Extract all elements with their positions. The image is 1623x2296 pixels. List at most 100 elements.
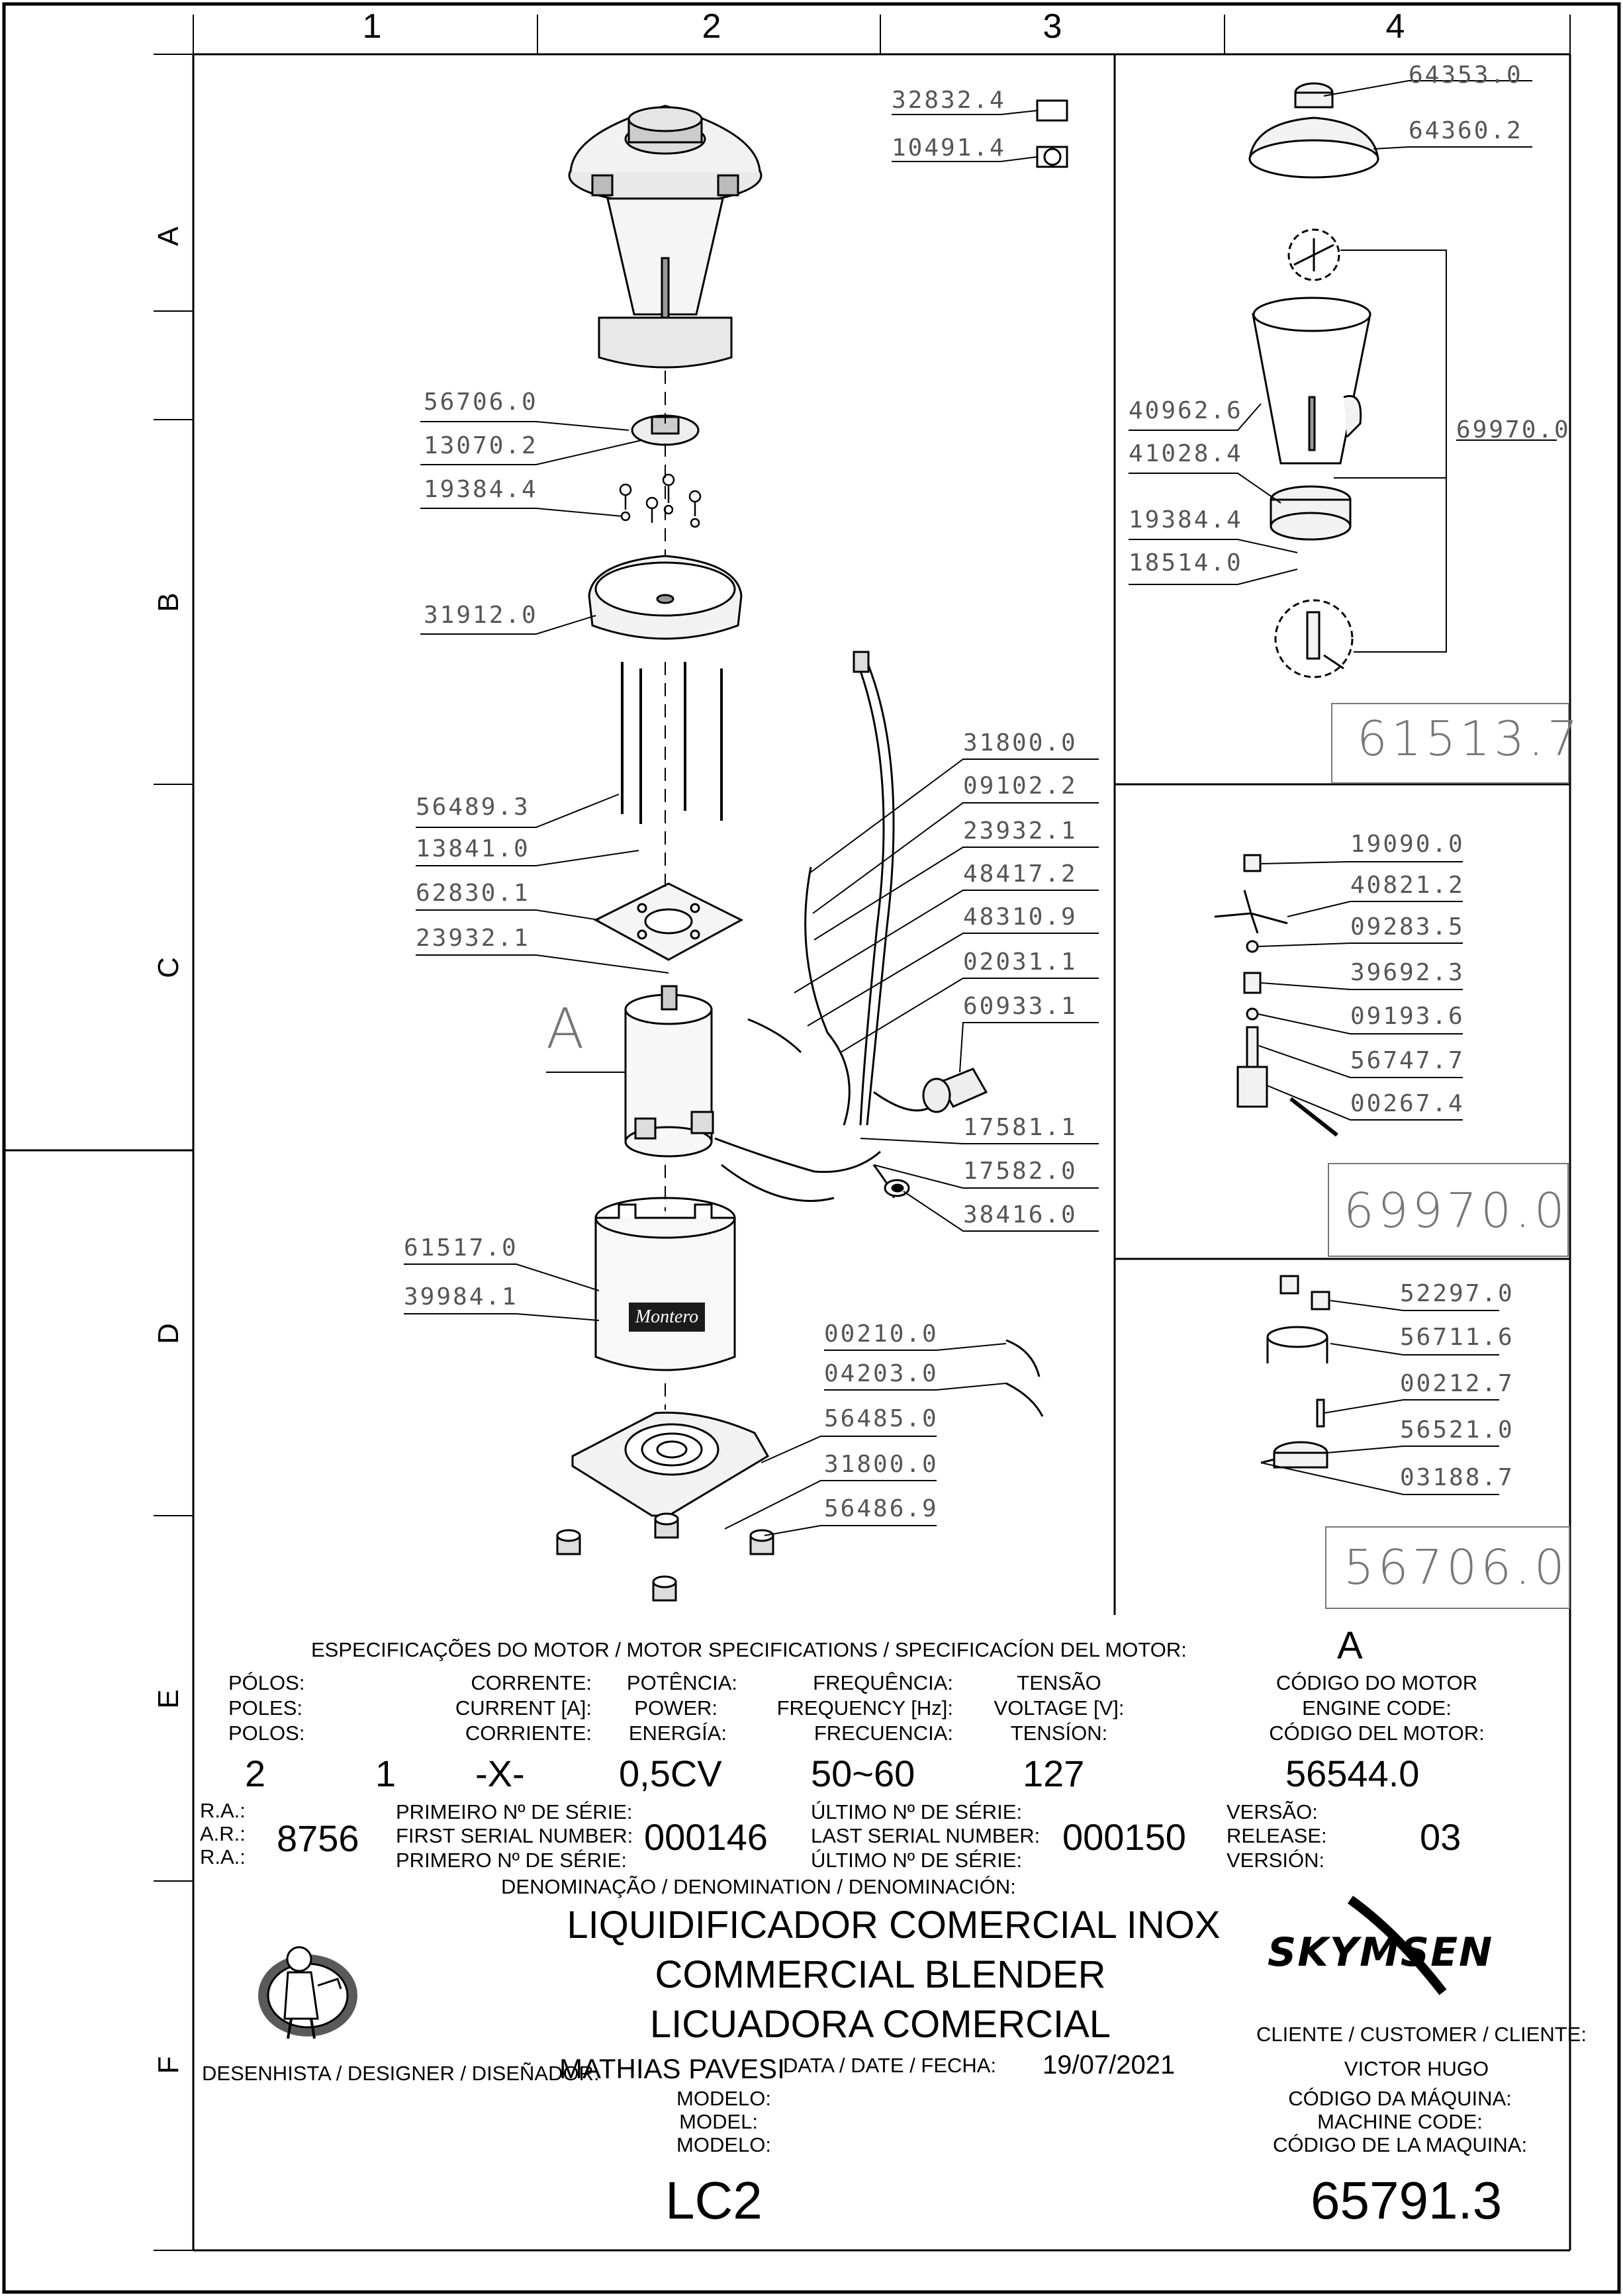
- current-label: CURRENT [A]:: [455, 1696, 592, 1720]
- part-label: 56489.3: [416, 794, 530, 821]
- motor-variant: A: [1337, 1624, 1363, 1667]
- motor-housing-illustration: [594, 1197, 736, 1371]
- ra-label: R.A.:: [200, 1799, 246, 1822]
- subassembly1-leader-bracket: [1334, 250, 1447, 653]
- subassembly-part-label: 00212.7: [1400, 1370, 1514, 1397]
- motor-spec-heading: ESPECIFICAÇÕES DO MOTOR / MOTOR SPECIFIC…: [311, 1638, 1187, 1661]
- wiring-illustration: [714, 651, 941, 1202]
- frequency-label: FREQUENCY [Hz]:: [776, 1696, 953, 1720]
- jar-illustration: [568, 105, 763, 369]
- subassembly-part-label: 39692.3: [1350, 959, 1465, 986]
- last-serial-label: ÚLTIMO Nº DE SÉRIE:: [811, 1800, 1023, 1823]
- date-value: 19/07/2021: [1043, 2050, 1176, 2080]
- designer-label: DESENHISTA / DESIGNER / DISEÑADOR:: [202, 2062, 600, 2085]
- voltage-label: VOLTAGE [V]:: [994, 1696, 1125, 1720]
- grid-row-a: A: [152, 226, 185, 246]
- subassembly-part-label: 52297.0: [1400, 1280, 1514, 1307]
- subassembly-part-label: 09283.5: [1350, 913, 1465, 941]
- current-label: CORRENTE:: [471, 1671, 592, 1694]
- part-label: 17582.0: [963, 1158, 1078, 1185]
- release-label: VERSÃO:: [1227, 1800, 1318, 1823]
- subassembly-part-label: 56521.0: [1400, 1416, 1514, 1444]
- subassembly-part-label: 41028.4: [1129, 440, 1243, 467]
- poles-label: POLES:: [228, 1696, 302, 1720]
- subassembly-part-label: 40962.6: [1129, 397, 1243, 424]
- grid-column-3: 3: [1043, 7, 1062, 46]
- grid-column-1: 1: [362, 7, 382, 46]
- date-label: DATA / DATE / FECHA:: [783, 2054, 997, 2077]
- grid-row-b: B: [152, 592, 185, 612]
- frequency-label: FREQUÊNCIA:: [813, 1671, 953, 1694]
- mounting-plate-illustration: [593, 882, 744, 961]
- part-label: 31800.0: [824, 1451, 939, 1478]
- part-label: 60933.1: [963, 993, 1078, 1020]
- grid-row-c: C: [152, 957, 185, 978]
- machine-code-label: CÓDIGO DA MÁQUINA:: [1288, 2087, 1512, 2110]
- jar-subassembly-illustration: [1248, 82, 1379, 678]
- last-serial-label: ÚLTIMO Nº DE SÉRIE:: [811, 1849, 1023, 1872]
- voltage-label: TENSÍON:: [1010, 1722, 1108, 1745]
- release-label: RELEASE:: [1227, 1824, 1327, 1847]
- part-label: 00210.0: [824, 1320, 939, 1348]
- coupling-subassembly-illustration: [1260, 1275, 1330, 1469]
- poles-label: POLOS:: [228, 1722, 305, 1745]
- engine-code-value: 56544.0: [1285, 1753, 1420, 1794]
- grid-row-e: E: [152, 1689, 185, 1709]
- denomination-line-es: LICUADORA COMERCIAL: [649, 2003, 1111, 2046]
- part-label: 19384.4: [424, 476, 538, 503]
- voltage-value: 127: [1023, 1753, 1085, 1794]
- feet-illustration: [556, 1512, 774, 1602]
- small-parts-illustration: [1036, 99, 1068, 168]
- part-label: 13070.2: [424, 432, 538, 459]
- subassembly-part-label: 19090.0: [1350, 831, 1465, 858]
- leader-lines: [404, 80, 1557, 1536]
- part-label: 17581.1: [963, 1114, 1078, 1141]
- engine-code-label: ENGINE CODE:: [1302, 1696, 1452, 1720]
- subassembly-code: 56706.0: [1344, 1539, 1569, 1595]
- subassembly-code: 69970.0: [1344, 1183, 1569, 1238]
- designer-value: MATHIAS PAVESI: [559, 2053, 785, 2084]
- part-label: 04203.0: [824, 1360, 939, 1387]
- brand-plate: Montero: [629, 1303, 705, 1332]
- motor-callout: A: [546, 996, 584, 1061]
- upper-base-illustration: [588, 555, 743, 640]
- power-label: POWER:: [634, 1696, 718, 1720]
- part-label: 48417.2: [963, 860, 1078, 888]
- grid-column-4: 4: [1385, 7, 1405, 46]
- power-label: ENERGÍA:: [628, 1722, 727, 1745]
- part-label: 13841.0: [416, 835, 530, 862]
- model-label: MODELO:: [676, 2133, 771, 2156]
- authorized-service-seal: [258, 1946, 357, 2039]
- part-label: 23932.1: [963, 817, 1078, 845]
- release-value: 03: [1420, 1816, 1461, 1858]
- part-label: 32832.4: [892, 87, 1006, 114]
- grid-row-d: D: [152, 1323, 185, 1344]
- machine-code-label: MACHINE CODE:: [1317, 2110, 1483, 2133]
- first-serial-value: 000146: [644, 1816, 768, 1858]
- part-label: 48310.9: [963, 903, 1078, 931]
- engine-code-label: CÓDIGO DEL MOTOR:: [1269, 1722, 1485, 1745]
- grid-ticks: [154, 15, 1571, 2251]
- subassembly-part-label: 09193.6: [1350, 1003, 1465, 1030]
- voltage-label: TENSÃO: [1017, 1671, 1101, 1694]
- ra-label: A.R.:: [200, 1822, 246, 1845]
- part-label: 23932.1: [416, 925, 530, 952]
- last-serial-label: LAST SERIAL NUMBER:: [811, 1824, 1041, 1847]
- subassembly-part-label: 18514.0: [1129, 549, 1243, 576]
- part-label: 38416.0: [963, 1201, 1078, 1228]
- part-label: 39984.1: [404, 1283, 518, 1310]
- part-label: 31912.0: [424, 602, 538, 629]
- subassembly3-code-box: [1325, 1526, 1570, 1609]
- last-serial-value: 000150: [1062, 1816, 1186, 1858]
- subassembly1-code-box: [1331, 703, 1569, 784]
- first-serial-label: PRIMERO Nº DE SÉRIE:: [396, 1849, 627, 1872]
- ra-label: R.A.:: [200, 1845, 246, 1868]
- part-label: 61517.0: [404, 1234, 518, 1262]
- brand-logo-swoosh: [1347, 1896, 1447, 1996]
- model-value: LC2: [665, 2171, 763, 2230]
- subassembly-part-label: 00267.4: [1350, 1090, 1465, 1117]
- engine-code-label: CÓDIGO DO MOTOR: [1275, 1671, 1478, 1694]
- subassembly-code: 61513.7: [1357, 711, 1582, 766]
- part-label: 31800.0: [963, 729, 1078, 757]
- model-label: MODELO:: [676, 2087, 771, 2110]
